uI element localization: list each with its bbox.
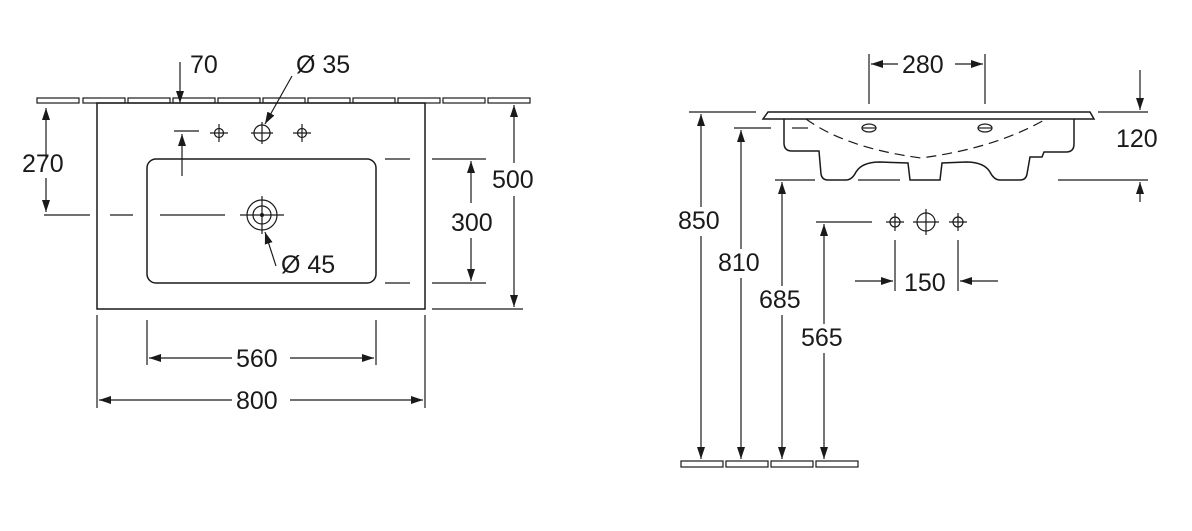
dim-tap-hole-label: Ø 35	[296, 51, 350, 79]
side-view: 280 120 850 810 685 565	[678, 51, 1158, 468]
basin-body	[783, 119, 1075, 181]
side-tap-hole-right	[949, 213, 967, 231]
dim-685-label: 685	[759, 286, 801, 314]
dim-70-label: 70	[190, 51, 218, 79]
bowl-outline	[146, 158, 377, 284]
floor-strip	[680, 460, 859, 468]
basin-rim	[761, 111, 1096, 120]
side-tap-hole-left	[886, 213, 904, 231]
tap-hole-left	[210, 124, 228, 142]
basin-outline	[96, 102, 426, 310]
top-view: 70 Ø 35 Ø 45 270 300 500 560	[22, 51, 534, 415]
dim-565-label: 565	[801, 324, 843, 352]
dim-drain-label: Ø 45	[281, 251, 335, 279]
tap-hole-center	[251, 122, 273, 144]
dim-560-label: 560	[236, 345, 278, 373]
dim-280-label: 280	[902, 51, 944, 79]
dim-850-label: 850	[678, 207, 720, 235]
dim-120-label: 120	[1116, 125, 1158, 153]
dim-800-label: 800	[236, 387, 278, 415]
dim-270-label: 270	[22, 150, 64, 178]
dim-810-label: 810	[718, 249, 760, 277]
tap-hole-right	[293, 124, 311, 142]
dim-300-label: 300	[451, 209, 493, 237]
dim-500-label: 500	[492, 166, 534, 194]
drain	[240, 196, 284, 234]
dim-150-label: 150	[904, 269, 946, 297]
side-tap-hole-center	[913, 209, 939, 235]
